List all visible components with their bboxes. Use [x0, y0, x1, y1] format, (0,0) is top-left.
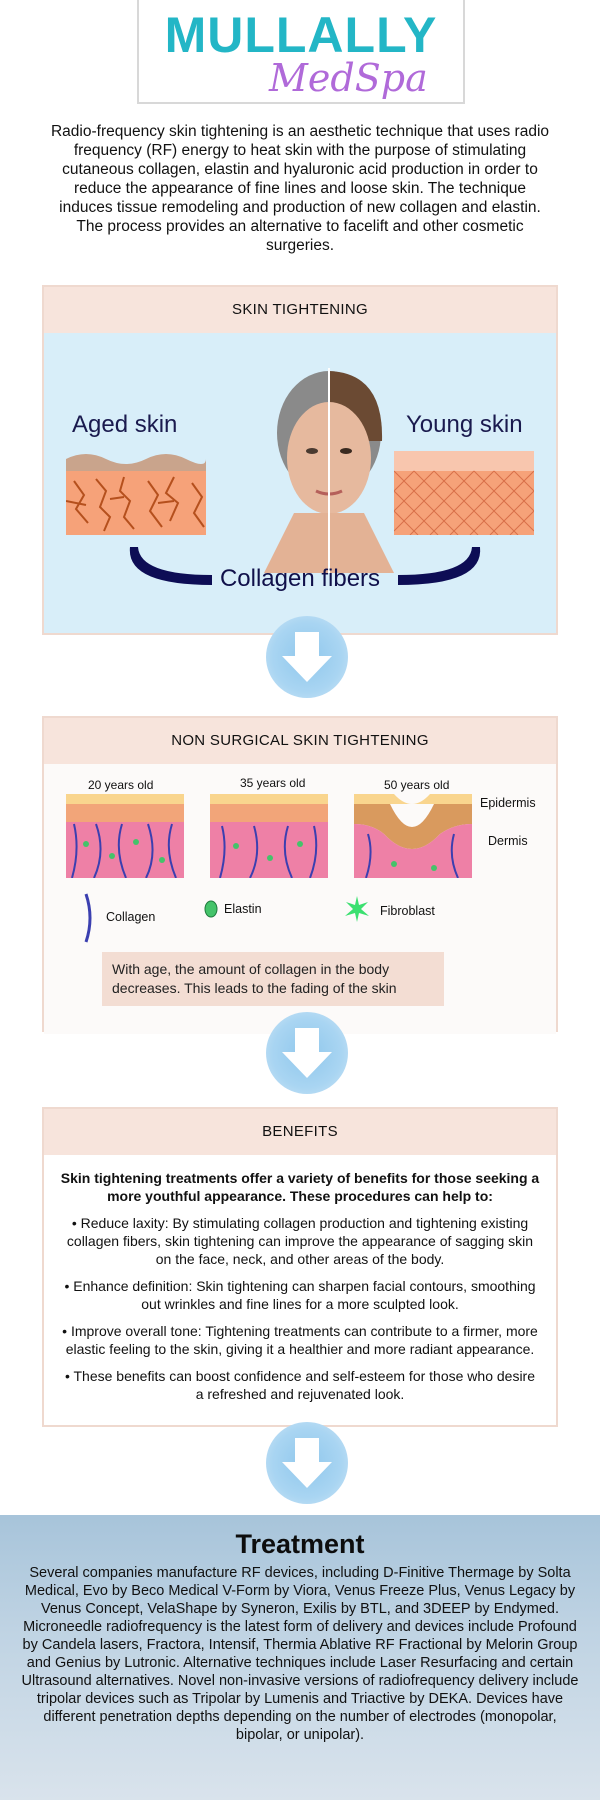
skin-illustration: Aged skin Young skin — [44, 333, 556, 633]
collagen-fibers-label: Collagen fibers — [219, 565, 381, 592]
skin-block-20 — [66, 794, 184, 878]
epidermis-label: Epidermis — [480, 796, 536, 810]
collagen-legend-label: Collagen — [106, 910, 156, 924]
collagen-legend-icon — [84, 893, 92, 943]
fibroblast-legend-label: Fibroblast — [380, 904, 435, 918]
down-arrow-icon — [266, 1422, 348, 1504]
down-arrow-icon — [266, 616, 348, 698]
collagen-note: With age, the amount of collagen in the … — [102, 952, 444, 1006]
panel-title: SKIN TIGHTENING — [44, 287, 556, 333]
benefits-content: Skin tightening treatments offer a varie… — [44, 1155, 556, 1422]
logo-subtitle: MedSpa — [269, 56, 428, 100]
panel-title: BENEFITS — [44, 1109, 556, 1155]
non-surgical-panel: NON SURGICAL SKIN TIGHTENING 20 years ol… — [42, 716, 558, 1034]
face-illustration — [264, 368, 394, 573]
age-label-50: 50 years old — [384, 778, 450, 792]
aged-skin-label: Aged skin — [72, 411, 178, 438]
collagen-bracket-right — [398, 547, 481, 585]
aged-skin-block — [66, 454, 206, 535]
young-skin-block — [394, 451, 534, 535]
elastin-legend-icon — [204, 900, 218, 918]
collagen-bracket-left — [129, 547, 212, 585]
logo-wordmark: MULLALLY — [164, 7, 438, 63]
skin-tightening-panel: SKIN TIGHTENING Aged skin Young skin — [42, 285, 558, 635]
dermis-label: Dermis — [488, 834, 528, 848]
skin-layers-illustration: 20 years old 35 years old 50 years old E… — [44, 764, 556, 1034]
logo: MULLALLY MedSpa — [137, 0, 465, 104]
treatment-section: Treatment Several companies manufacture … — [0, 1515, 600, 1800]
panel-title: NON SURGICAL SKIN TIGHTENING — [44, 718, 556, 764]
treatment-title: Treatment — [235, 1529, 365, 1559]
down-arrow-icon — [266, 1012, 348, 1094]
skin-block-35 — [210, 794, 328, 878]
age-label-20: 20 years old — [88, 778, 154, 792]
benefits-intro: Skin tightening treatments offer a varie… — [60, 1170, 540, 1204]
benefit-item: • Enhance definition: Skin tightening ca… — [64, 1278, 536, 1312]
benefit-item: • These benefits can boost confidence an… — [64, 1368, 536, 1402]
skin-block-50 — [354, 794, 472, 878]
treatment-text: Several companies manufacture RF devices… — [21, 1565, 579, 1743]
benefit-item: • Improve overall tone: Tightening treat… — [62, 1323, 538, 1357]
fibroblast-legend-icon — [345, 896, 369, 922]
intro-paragraph: Radio-frequency skin tightening is an ae… — [50, 123, 550, 254]
benefit-item: • Reduce laxity: By stimulating collagen… — [66, 1215, 534, 1267]
elastin-legend-label: Elastin — [224, 902, 262, 916]
age-label-35: 35 years old — [240, 776, 306, 790]
benefits-panel: BENEFITS Skin tightening treatments offe… — [42, 1107, 558, 1427]
young-skin-label: Young skin — [406, 411, 523, 438]
